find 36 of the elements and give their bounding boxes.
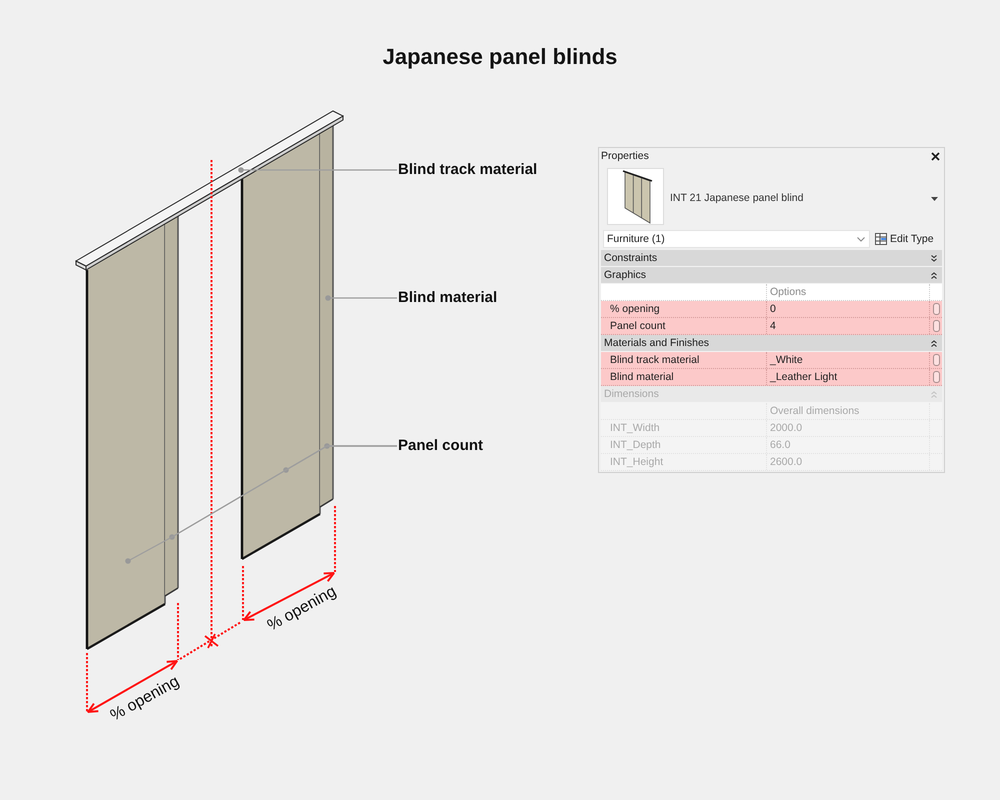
property-value: 66.0: [766, 437, 929, 453]
property-name: INT_Depth: [609, 438, 662, 453]
column-header: Options: [766, 284, 929, 300]
blind-panel: [240, 133, 321, 560]
property-name: % opening: [609, 302, 661, 317]
property-value: 2600.0: [766, 454, 929, 470]
blind-panel: [164, 216, 179, 597]
property-name: Blind track material: [609, 352, 700, 368]
edit-type-button: Edit Type: [875, 233, 934, 245]
section-title: Graphics: [604, 268, 646, 282]
section-title: Materials and Finishes: [604, 336, 710, 350]
property-value: 2000.0: [766, 420, 929, 436]
blind-track: [74, 110, 344, 271]
property-name: INT_Height: [609, 454, 664, 470]
category-select: Furniture (1): [603, 230, 870, 248]
leader-line: [325, 295, 397, 301]
section-title: Dimensions: [604, 388, 659, 400]
property-value: _White: [766, 352, 929, 368]
blind-panel: [320, 125, 334, 508]
property-name: Panel count: [609, 318, 666, 334]
leader-line: [238, 167, 397, 173]
section-title: Constraints: [604, 252, 658, 264]
callout-label: Panel count: [398, 436, 484, 456]
property-value: _Leather Light: [766, 369, 929, 385]
panel-title: Properties: [601, 150, 649, 162]
callout-label: Blind material: [398, 288, 498, 308]
property-value: 4: [766, 318, 929, 334]
property-name: INT_Width: [609, 420, 661, 436]
property-value: 0: [766, 301, 929, 317]
property-name: Blind material: [609, 370, 675, 385]
callout-label: Blind track material: [398, 160, 538, 180]
type-name: INT 21 Japanese panel blind: [670, 192, 804, 205]
leader-line: [125, 445, 397, 564]
diagram-title: Japanese panel blinds: [382, 43, 618, 71]
blind-panel: [86, 224, 166, 650]
property-value: Overall dimensions: [766, 403, 929, 419]
